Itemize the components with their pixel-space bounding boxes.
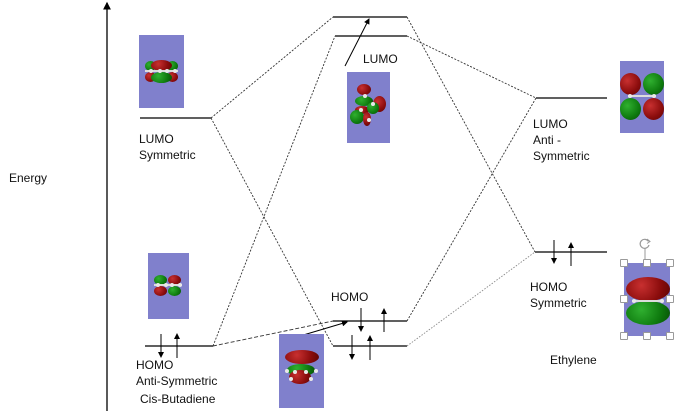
corr-line-l1-to-eth-homo — [406, 16, 536, 253]
ethylene-homo-symmetry: Symmetric — [530, 296, 587, 310]
ethylene-name: Ethylene — [550, 353, 597, 367]
corr-line-bd-homo-to-l3 — [212, 320, 334, 347]
butadiene-lumo-label: LUMO — [139, 132, 174, 146]
ethylene-lumo-symmetry-1: Anti - — [533, 133, 562, 147]
resize-handle[interactable] — [666, 295, 674, 303]
butadiene-homo-label: HOMO — [136, 358, 174, 372]
product-homo-label: HOMO — [331, 290, 369, 304]
corr-line-l4-to-eth-homo — [406, 251, 536, 347]
resize-handle[interactable] — [666, 259, 674, 267]
ethylene-lumo-orbital-image[interactable] — [620, 61, 664, 133]
corr-line-l3-to-eth-lumo — [406, 97, 537, 322]
resize-handle[interactable] — [620, 332, 628, 340]
butadiene-homo-orbital-image[interactable] — [148, 253, 189, 319]
resize-handle[interactable] — [643, 259, 651, 267]
ethylene-lumo-symmetry-2: Symmetric — [533, 149, 590, 163]
product-lumo-orbital-image[interactable] — [347, 72, 390, 143]
homo-pointer-arrow — [299, 320, 348, 337]
resize-handle[interactable] — [620, 259, 628, 267]
butadiene-lumo-symmetry: Symmetric — [139, 148, 196, 162]
ethylene-homo-label: HOMO — [530, 280, 568, 294]
product-lumo-label: LUMO — [363, 52, 398, 66]
product-homo-orbital-image[interactable] — [279, 334, 324, 408]
ethylene-homo-orbital-image[interactable] — [624, 263, 670, 336]
resize-handle[interactable] — [643, 332, 651, 340]
ethylene-lumo-label: LUMO — [533, 117, 568, 131]
corr-line-bd-lumo-to-l1 — [210, 16, 334, 119]
corr-line-l2-to-eth-lumo — [406, 35, 537, 99]
corr-line-bd-lumo-to-l4 — [210, 117, 334, 347]
rotate-handle-icon[interactable] — [638, 236, 654, 260]
butadiene-lumo-orbital-image[interactable] — [139, 35, 184, 108]
resize-handle[interactable] — [666, 332, 674, 340]
energy-axis-label: Energy — [9, 171, 48, 185]
resize-handle[interactable] — [620, 295, 628, 303]
butadiene-name: Cis-Butadiene — [140, 392, 216, 406]
corr-line-bd-homo-to-l2 — [212, 35, 336, 347]
butadiene-homo-symmetry: Anti-Symmetric — [136, 374, 218, 388]
lumo-pointer-arrow — [344, 18, 370, 67]
